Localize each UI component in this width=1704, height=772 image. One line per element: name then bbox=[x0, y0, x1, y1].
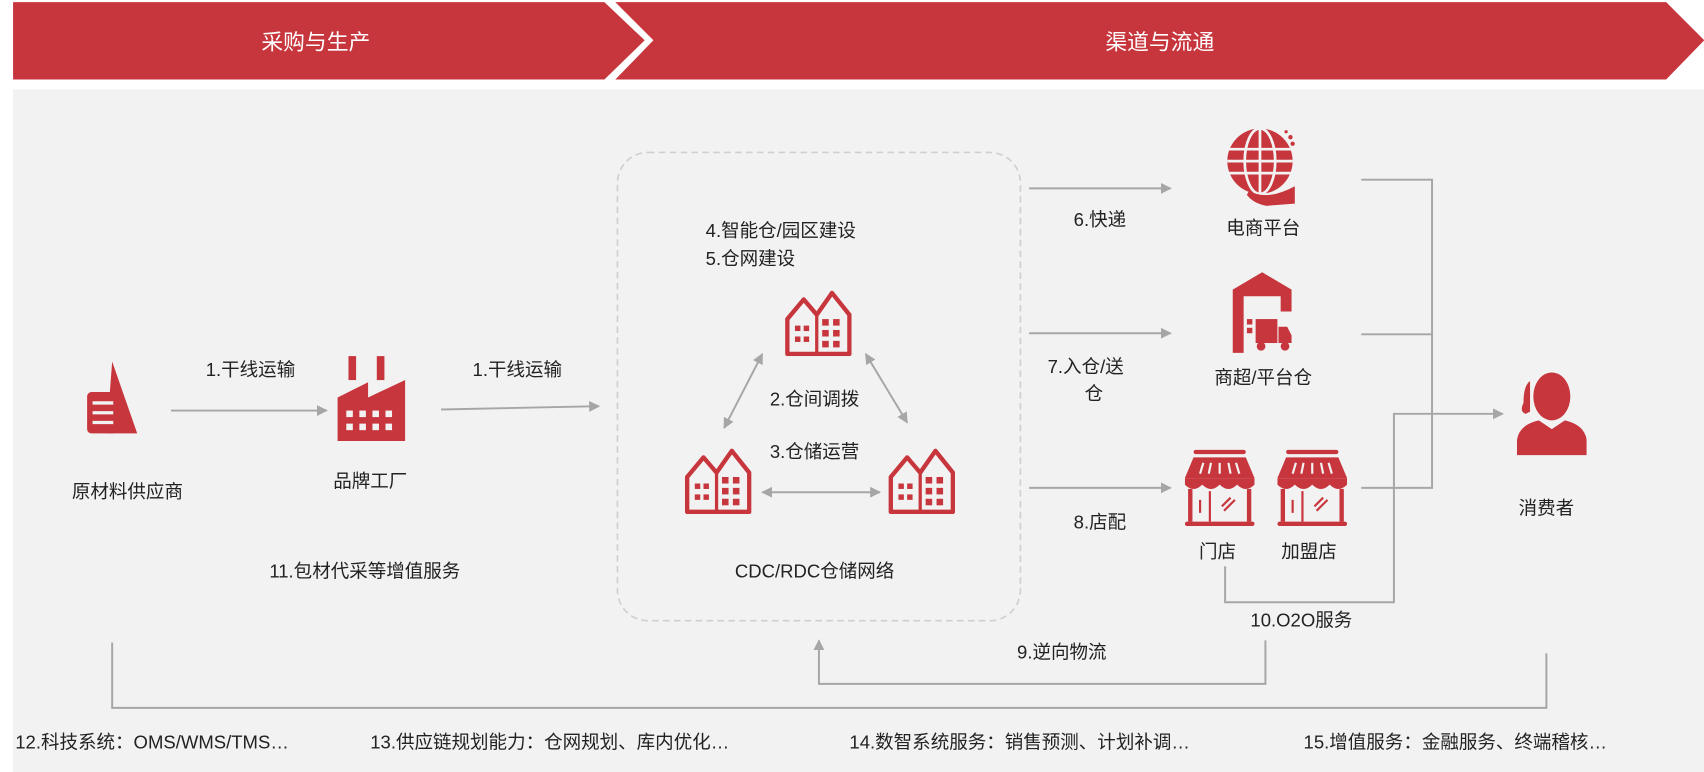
arrow-warehouse-transfer-right bbox=[864, 352, 908, 424]
header-procurement-production: 采购与生产 bbox=[261, 31, 371, 55]
node-supplier: 原材料供应商 bbox=[71, 481, 183, 503]
label-express: 6.快递 bbox=[1073, 209, 1127, 231]
bracket-bottom bbox=[111, 642, 1548, 709]
node-supermarket-warehouse: 商超/平台仓 bbox=[1214, 367, 1313, 389]
label-inbound-line2: 仓 bbox=[1084, 383, 1104, 405]
warehouse-icon-right bbox=[888, 446, 956, 514]
node-franchise: 加盟店 bbox=[1281, 541, 1337, 563]
store-icon bbox=[1184, 449, 1255, 526]
warehouse-network-box bbox=[616, 151, 1022, 622]
arrow-warehouse-transfer-left bbox=[723, 352, 764, 429]
diagram-panel bbox=[13, 89, 1704, 772]
label-inter-warehouse-transfer: 2.仓间调拨 bbox=[769, 389, 860, 411]
node-store: 门店 bbox=[1198, 541, 1237, 563]
label-inbound-line1: 7.入仓/送 bbox=[1047, 356, 1124, 378]
warehouse-truck-icon bbox=[1232, 272, 1292, 353]
node-consumer: 消费者 bbox=[1518, 498, 1575, 519]
warehouse-icon-top bbox=[784, 289, 852, 357]
header-left-banner bbox=[13, 2, 645, 80]
consumer-icon bbox=[1516, 372, 1587, 456]
label-packaging-service: 11.包材代采等增值服务 bbox=[269, 561, 461, 583]
label-trunk-transport-2: 1.干线运输 bbox=[472, 359, 563, 381]
label-store-delivery: 8.店配 bbox=[1073, 512, 1127, 534]
footer-planning-capability: 13.供应链规划能力：仓网规划、库内优化… bbox=[370, 732, 730, 754]
node-factory: 品牌工厂 bbox=[333, 470, 408, 492]
label-warehouse-network: 5.仓网建设 bbox=[705, 248, 796, 270]
globe-hand-icon bbox=[1227, 127, 1295, 206]
header-right-banner bbox=[615, 2, 1704, 80]
arrow-factory-warehouse bbox=[441, 400, 601, 412]
arrow-o2o bbox=[1224, 408, 1504, 604]
warehouse-icon-left bbox=[684, 446, 752, 514]
footer-value-added-service: 15.增值服务：金融服务、终端稽核… bbox=[1303, 732, 1607, 754]
footer-tech-system: 12.科技系统：OMS/WMS/TMS… bbox=[15, 732, 289, 754]
footer-digital-service: 14.数智系统服务：销售预测、计划补调… bbox=[849, 732, 1190, 754]
node-warehouse-network: CDC/RDC仓储网络 bbox=[734, 561, 895, 583]
label-reverse-logistics: 9.逆向物流 bbox=[1017, 641, 1107, 663]
factory-icon bbox=[337, 356, 406, 442]
label-trunk-transport-1: 1.干线运输 bbox=[205, 359, 296, 381]
label-warehouse-operation: 3.仓储运营 bbox=[769, 441, 860, 463]
header-channel-distribution: 渠道与流通 bbox=[1105, 31, 1215, 55]
label-smart-warehouse: 4.智能仓/园区建设 bbox=[705, 220, 856, 242]
arrow-reverse-logistics bbox=[813, 639, 1267, 685]
label-o2o-service: 10.O2O服务 bbox=[1250, 610, 1353, 632]
supplier-icon bbox=[87, 361, 138, 434]
node-ecommerce: 电商平台 bbox=[1226, 218, 1301, 240]
franchise-store-icon bbox=[1277, 449, 1348, 526]
